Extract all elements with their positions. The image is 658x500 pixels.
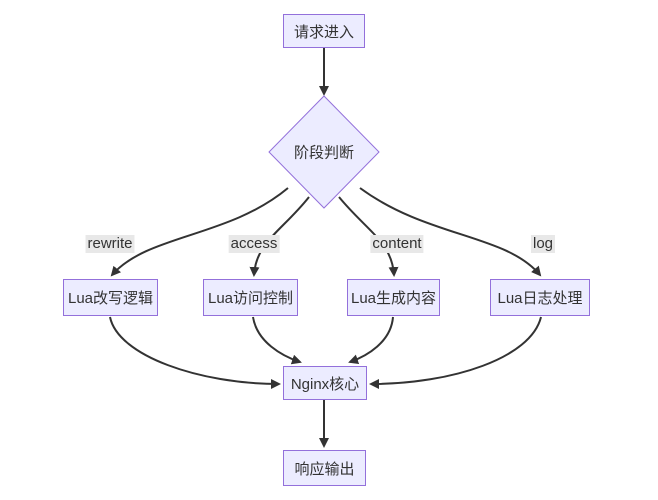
node-lua-access: Lua访问控制 <box>203 279 298 316</box>
edge-content-to-nginx <box>348 316 394 365</box>
edge-label-log: log <box>530 235 556 253</box>
node-response-out: 响应输出 <box>283 450 366 486</box>
edge-access-to-nginx <box>252 316 302 365</box>
decision-diamond-shape <box>268 95 380 209</box>
edge-label-content: content <box>370 235 424 253</box>
edge-label-access: access <box>228 235 280 253</box>
node-nginx-core: Nginx核心 <box>283 366 367 400</box>
node-lua-content: Lua生成内容 <box>347 279 440 316</box>
edge-label-rewrite: rewrite <box>85 235 135 253</box>
edge-rewrite-to-nginx <box>109 316 281 389</box>
node-lua-log: Lua日志处理 <box>490 279 590 316</box>
node-request-in: 请求进入 <box>283 14 365 48</box>
edge-log-to-nginx <box>369 316 542 389</box>
node-lua-rewrite: Lua改写逻辑 <box>63 279 158 316</box>
edge-decision-to-rewrite <box>110 187 289 277</box>
node-stage-decision-label: 阶段判断 <box>293 144 355 162</box>
edge-decision-to-log <box>359 187 542 277</box>
